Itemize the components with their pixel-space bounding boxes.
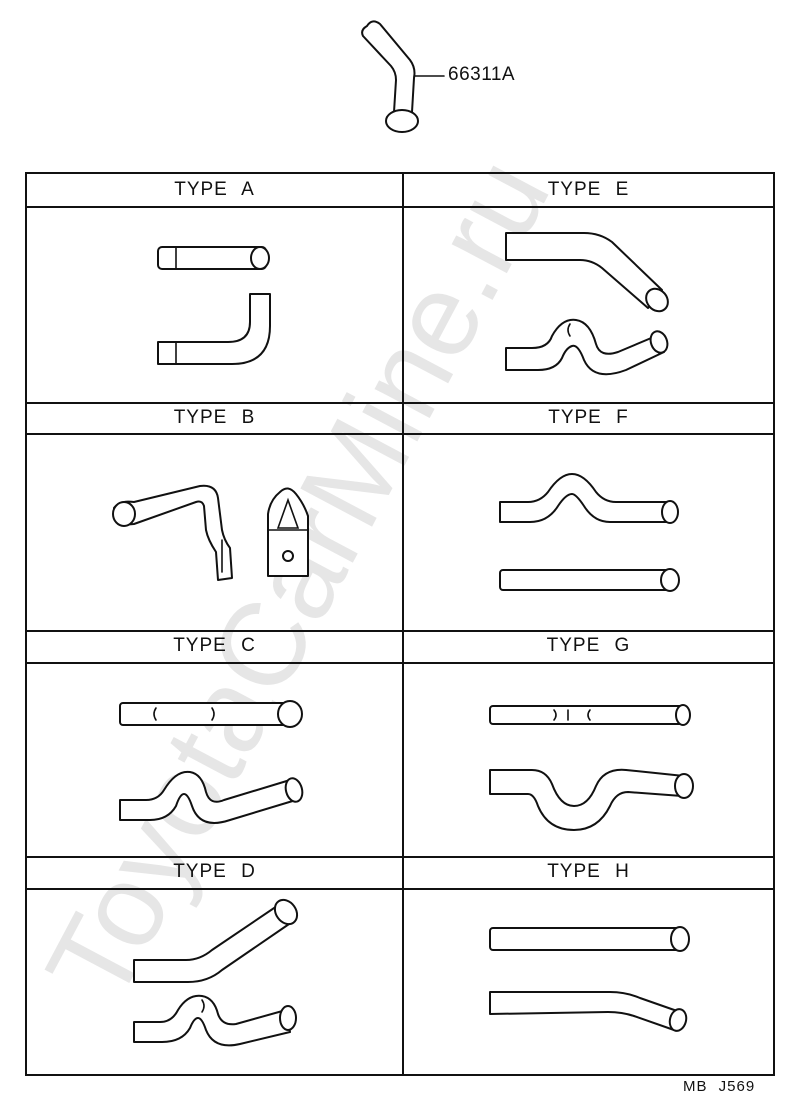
part-number-label: 66311A: [448, 64, 516, 85]
type-d-hoses: [133, 898, 299, 1047]
type-d-header: TYPE D: [173, 861, 256, 882]
type-c-hoses: [119, 700, 304, 824]
type-a-header: TYPE A: [174, 179, 255, 200]
type-b-header: TYPE B: [173, 407, 256, 428]
diagram-code: MB J569: [683, 1078, 756, 1095]
type-h-header: TYPE H: [547, 861, 630, 882]
type-grid: TYPE A TYPE E TYPE B TYPE F TYPE C TYPE …: [25, 172, 775, 1076]
top-hose-illustration: [361, 20, 445, 133]
type-b-hose-and-clamp: [112, 484, 309, 581]
type-h-hoses: [489, 926, 690, 1032]
type-f-hoses: [499, 473, 680, 592]
type-a-hoses: [157, 246, 271, 365]
type-c-header: TYPE C: [173, 635, 256, 656]
type-e-hoses: [505, 232, 669, 376]
type-e-header: TYPE E: [547, 179, 630, 200]
type-g-header: TYPE G: [546, 635, 631, 656]
type-f-header: TYPE F: [548, 407, 629, 428]
type-g-hoses: [489, 704, 694, 831]
